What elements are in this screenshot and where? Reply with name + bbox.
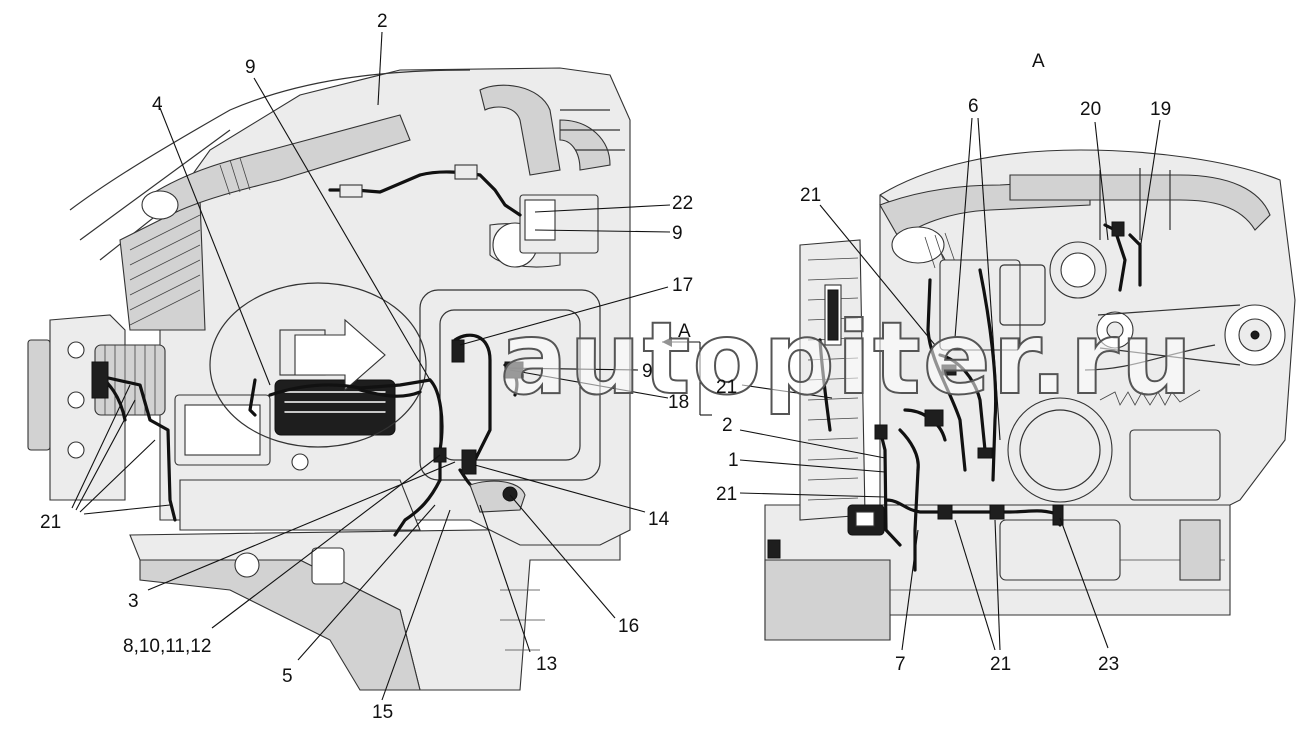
callout-20: 20	[1080, 99, 1102, 120]
right-engine-view	[764, 149, 1296, 641]
callout-17: 17	[672, 275, 694, 296]
callout-13: 13	[536, 654, 558, 675]
callout-21: 21	[800, 185, 822, 206]
watermark: autopiter.ru	[499, 299, 1195, 418]
view-marker-label-a: A	[678, 321, 691, 342]
callout-9: 9	[245, 57, 256, 78]
callout-16: 16	[618, 616, 640, 637]
callout-21: 21	[40, 512, 62, 533]
callout-18: 18	[668, 392, 690, 413]
callout-22: 22	[672, 193, 694, 214]
leader-lines	[71, 31, 1161, 701]
callout-3: 3	[128, 591, 139, 612]
callout-6: 6	[968, 96, 979, 117]
callout-5: 5	[282, 666, 293, 687]
callout-2: 2	[722, 415, 733, 436]
callout-21: 21	[716, 484, 738, 505]
view-marker-a	[662, 337, 712, 416]
callout-21: 21	[716, 377, 738, 398]
callout-7: 7	[895, 654, 906, 675]
callout-1: 1	[728, 450, 739, 471]
callout-8-10-11-12: 8,10,11,12	[123, 636, 212, 657]
left-engine-view	[27, 67, 631, 691]
callout-15: 15	[372, 702, 394, 723]
callout-19: 19	[1150, 99, 1172, 120]
callout-14: 14	[648, 509, 670, 530]
callout-9: 9	[642, 361, 653, 382]
callout-2: 2	[377, 11, 388, 32]
callout-4: 4	[152, 94, 163, 115]
view-title-a: A	[1032, 51, 1045, 72]
callout-9: 9	[672, 223, 683, 244]
callout-23: 23	[1098, 654, 1120, 675]
callout-21: 21	[990, 654, 1012, 675]
